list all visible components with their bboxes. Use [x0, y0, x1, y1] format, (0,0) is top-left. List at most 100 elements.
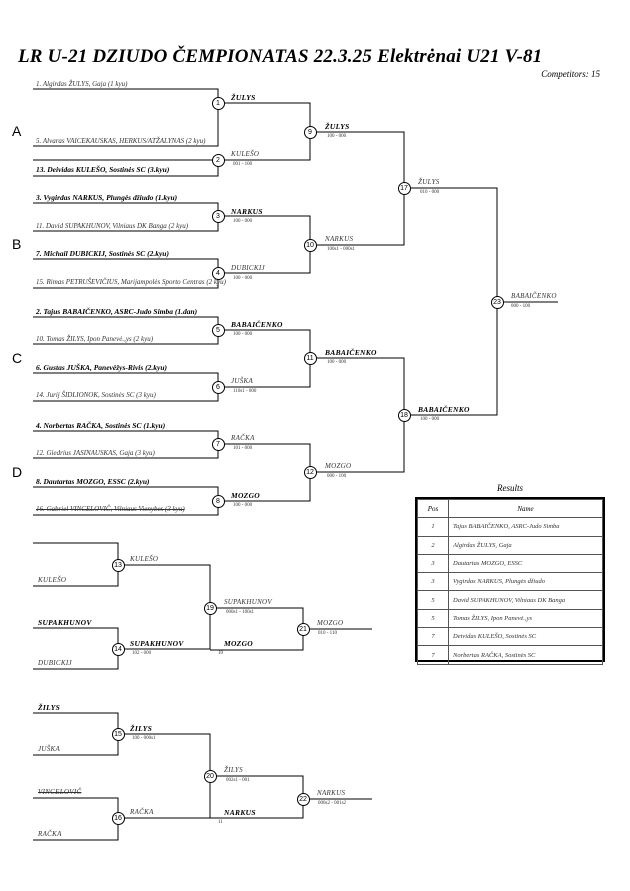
pool-label-c: C — [12, 350, 23, 366]
match-number: 8 — [211, 494, 225, 508]
final-score: 000 - 100 — [511, 304, 531, 309]
entry: 15. Rimas PETRUŠEVIČIUS, Marijampolės Sp… — [36, 278, 226, 286]
match-number: 22 — [296, 792, 310, 806]
match-winner: MOZGO — [317, 619, 344, 627]
match-winner: KULEŠO — [231, 150, 260, 158]
entry: 16. Gabriel VINCELOVIČ, Vilniaus Vienybe… — [36, 505, 185, 513]
match-score: 010 - 000 — [420, 190, 440, 195]
match-score: 101 - 000 — [233, 446, 253, 451]
match-number: 6 — [211, 380, 225, 394]
match-score: 100 - 000 — [233, 503, 253, 508]
match-number: 10 — [303, 238, 317, 252]
match-winner: ŽILYS — [130, 724, 153, 733]
match-winner: JUŠKA — [231, 377, 254, 385]
match-score: 100 - 000 — [327, 134, 347, 139]
match-winner: BABAIČENKO — [231, 320, 283, 329]
repechage-entrant: RAČKA — [38, 830, 62, 838]
match-number: 2 — [211, 153, 225, 167]
result-pos: 5 — [417, 590, 449, 610]
result-name: Deividas KULEŠO, Sostinės SC — [448, 627, 603, 647]
match-number: 21 — [296, 622, 310, 636]
result-pos: 7 — [417, 627, 449, 647]
page-title: LR U-21 DZIUDO ČEMPIONATAS 22.3.25 Elekt… — [18, 46, 543, 67]
match-score: 100 - 000s1 — [132, 736, 156, 741]
match-winner: ŽULYS — [231, 93, 256, 102]
match-score: 100 - 000 — [233, 332, 253, 337]
entry: 12. Giedrius JASINAUSKAS, Gaja (3 kyu) — [36, 449, 155, 457]
entry: 14. Jurij ŠIDLIONOK, Sostinės SC (3 kyu) — [36, 391, 156, 399]
match-winner: SUPAKHUNOV — [130, 639, 184, 648]
match-winner: KULEŠO — [130, 555, 159, 563]
results-header-row: Pos Name — [417, 498, 603, 519]
match-winner: MOZGO — [224, 639, 253, 648]
match-winner: SUPAKHUNOV — [224, 598, 272, 606]
match-score: 11 — [218, 820, 223, 825]
match-winner: ŽILYS — [224, 766, 243, 774]
match-score: 100 - 000 — [233, 219, 253, 224]
repechage-entrant: JUŠKA — [38, 745, 61, 753]
match-number: 15 — [111, 727, 125, 741]
match-number: 7 — [211, 437, 225, 451]
match-number: 20 — [203, 769, 217, 783]
match-winner: MOZGO — [231, 491, 260, 500]
match-number: 9 — [303, 125, 317, 139]
result-pos: 1 — [417, 517, 449, 537]
match-number: 16 — [111, 811, 125, 825]
match-winner: NARKUS — [224, 808, 256, 817]
competitors-count: Competitors: 15 — [541, 69, 600, 79]
final-winner: BABAIČENKO — [511, 292, 557, 300]
result-pos: 3 — [417, 553, 449, 574]
result-name: Tajus BABAIČENKO, ASRC-Judo Simba — [448, 517, 603, 537]
match-winner: DUBICKIJ — [231, 264, 265, 272]
match-number: 12 — [303, 465, 317, 479]
entry: 5. Alvaras VAICEKAUSKAS, HERKUS/ATŽALYNA… — [36, 137, 206, 145]
match-number: 17 — [397, 181, 411, 195]
result-pos: 5 — [417, 608, 449, 629]
match-winner: NARKUS — [231, 207, 263, 216]
match-winner: ŽULYS — [325, 122, 350, 131]
entry: 10. Tomas ŽILYS, Ipon Panevė.,ys (2 kyu) — [36, 335, 154, 343]
entry: 13. Deividas KULEŠO, Sostinės SC (3.kyu) — [36, 165, 170, 174]
entry: 6. Gustas JUŠKA, Panevėžys-Rivis (2.kyu) — [36, 363, 168, 372]
result-name: David SUPAKHUNOV, Vilniaus DK Banga — [448, 590, 603, 610]
entry: 3. Vygirdas NARKUS, Plungės džiudo (1.ky… — [36, 193, 178, 202]
entry: 7. Michail DUBICKIJ, Sostinės SC (2.kyu) — [36, 249, 169, 258]
match-score: 100 - 000 — [327, 360, 347, 365]
match-score: 000s2 - 001s2 — [318, 801, 347, 806]
match-score: 100s1 - 000s1 — [327, 247, 356, 252]
match-winner: ŽULYS — [418, 178, 440, 186]
match-number: 4 — [211, 266, 225, 280]
match-number: 1 — [211, 96, 225, 110]
repechage-entrant: DUBICKIJ — [38, 659, 72, 667]
pool-label-b: B — [12, 236, 22, 252]
results-header-pos: Pos — [417, 498, 449, 519]
result-name: Vygirdas NARKUS, Plungės džiudo — [448, 572, 603, 592]
entry: 1. Algirdas ŽULYS, Gaja (1 kyu) — [36, 80, 128, 88]
result-pos: 3 — [417, 572, 449, 592]
repechage-entrant: KULEŠO — [38, 576, 67, 584]
entry: 8. Dautartas MOZGO, ESSC (2.kyu) — [36, 477, 150, 486]
results-title: Results — [497, 483, 523, 493]
match-score: 10 — [218, 651, 223, 656]
match-winner: RAČKA — [130, 808, 154, 816]
match-score: 100 - 000 — [233, 276, 253, 281]
result-name: Norbertas RAČKA, Sostinės SC — [448, 645, 603, 665]
match-score: 010 - 110 — [318, 631, 337, 636]
repechage-entrant: VINCELOVIČ — [38, 788, 82, 796]
result-name: Algirdas ŽULYS, Gaja — [448, 535, 603, 555]
entry: 4. Norbertas RAČKA, Sostinės SC (1.kyu) — [36, 421, 166, 430]
match-winner: BABAIČENKO — [418, 405, 470, 414]
pool-label-a: A — [12, 123, 22, 139]
match-winner: RAČKA — [231, 434, 255, 442]
repechage-entrant: SUPAKHUNOV — [38, 618, 92, 627]
match-winner: NARKUS — [317, 789, 346, 797]
match-score: 110s1 - 000 — [233, 389, 257, 394]
